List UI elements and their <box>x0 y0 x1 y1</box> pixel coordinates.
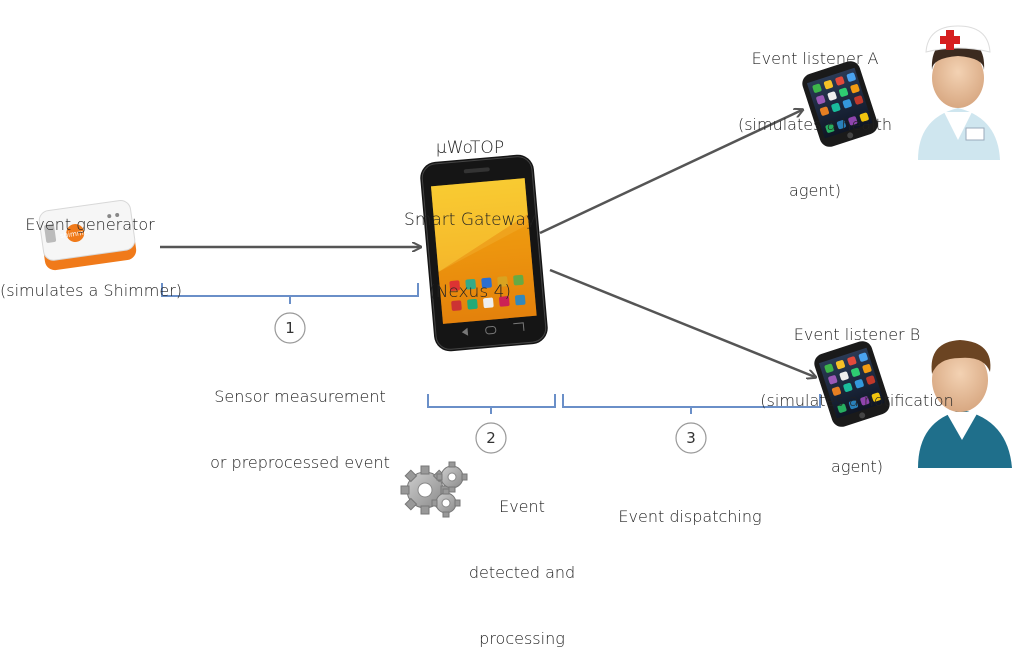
step-2-line3: processing <box>479 629 565 648</box>
bracket-step-3 <box>562 394 821 414</box>
arrow-gateway-to-listener-b <box>549 268 815 377</box>
step-2-label: Event detected and processing <box>462 452 582 672</box>
arrow-gateway-to-listener-a <box>539 110 802 235</box>
listener-b-label: Event listener B (simulates a notificati… <box>752 280 962 500</box>
gateway-title-line1: µWoTOP <box>435 138 505 158</box>
step-1-line2: or preprocessed event <box>210 453 390 472</box>
step-3-label: Event dispatching <box>610 462 770 550</box>
iphone-listener-b-image <box>814 341 890 427</box>
step-3-line1: Event dispatching <box>618 507 762 526</box>
generator-line2: (simulates a Shimmer) <box>0 281 183 300</box>
step-1-number: 1 <box>285 319 295 337</box>
generator-label: Event generator (simulates a Shimmer) <box>0 170 183 324</box>
step-2-line1: Event <box>499 497 545 516</box>
gateway-title-line3: (Nexus 4) <box>428 282 512 302</box>
bracket-step-2 <box>427 394 556 414</box>
nurse-avatar-icon <box>918 25 1000 160</box>
listener-a-label: Event listener A (simulates a health age… <box>730 4 900 224</box>
step-3-number: 3 <box>686 429 696 447</box>
listener-a-line2: (simulates a health <box>737 115 893 134</box>
listener-b-line3: agent) <box>831 457 883 476</box>
iphone-listener-a-image <box>802 61 878 147</box>
step-2-line2: detected and <box>468 563 576 582</box>
step-1-label: Sensor measurement or preprocessed event <box>200 342 400 496</box>
gateway-title-line2: Smart Gateway <box>404 210 536 230</box>
listener-a-line3: agent) <box>789 181 841 200</box>
step-2-marker: 2 <box>475 422 507 454</box>
step-3-marker: 3 <box>675 422 707 454</box>
diagram-canvas: 1 2 3 shimmer <box>38 25 1012 518</box>
gears-icon <box>400 461 468 518</box>
step-1-marker: 1 <box>274 312 306 344</box>
listener-b-line2: (simulates a notification <box>760 391 954 410</box>
man-avatar-icon <box>918 340 1012 468</box>
nexus-phone-image <box>420 154 548 352</box>
listener-b-line1: Event listener B <box>793 325 921 344</box>
step-1-line1: Sensor measurement <box>214 387 386 406</box>
step-2-number: 2 <box>486 429 496 447</box>
gateway-label: µWoTOP Smart Gateway (Nexus 4) <box>392 88 548 328</box>
shimmer-device-image: shimmer <box>38 199 137 271</box>
bracket-step-1 <box>161 283 419 304</box>
generator-line1: Event generator <box>25 215 155 234</box>
listener-a-line1: Event listener A <box>751 49 879 68</box>
